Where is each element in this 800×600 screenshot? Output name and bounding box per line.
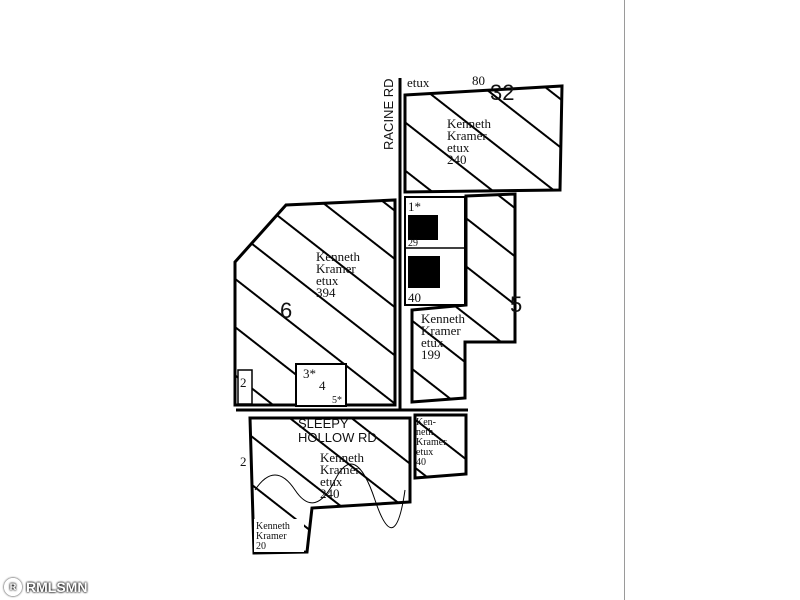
svg-text:2: 2 (240, 375, 247, 390)
parcel-6-label: Kenneth Kramer etux 394 6 (280, 249, 361, 323)
parcel-5-199 (410, 192, 517, 404)
rmls-logo-icon: R (4, 578, 22, 596)
small-lot-labels: 1* 29 40 3* 4 5* 2 2 (240, 199, 421, 469)
svg-text:Ken-: Ken- (416, 417, 436, 428)
svg-text:etux: etux (320, 474, 343, 489)
svg-text:40: 40 (416, 457, 426, 468)
svg-text:etux: etux (421, 335, 444, 350)
racine-rd-label: RACINE RD (381, 78, 396, 150)
svg-text:etux: etux (316, 273, 339, 288)
svg-text:240: 240 (447, 152, 467, 167)
svg-text:Kramer: Kramer (421, 323, 461, 338)
parcel-6-394 (233, 198, 397, 407)
svg-text:Kenneth: Kenneth (447, 116, 492, 131)
watermark: R RMLSMN (4, 578, 87, 596)
parcel-ne-240 (403, 84, 564, 194)
svg-text:6: 6 (280, 298, 292, 323)
svg-text:Kramer: Kramer (416, 437, 447, 448)
sleepy-label-1: SLEEPY (298, 416, 349, 431)
parcel-5-label: Kenneth Kramer etux 199 5 (421, 292, 522, 362)
svg-text:2: 2 (240, 454, 247, 469)
svg-text:3*: 3* (303, 366, 316, 381)
svg-text:Kramer: Kramer (320, 462, 360, 477)
svg-text:5*: 5* (332, 395, 342, 406)
lot-3-4-5 (295, 363, 347, 407)
svg-text:Kenneth: Kenneth (421, 311, 466, 326)
page-edge (624, 0, 625, 600)
section-32-label: 32 (490, 80, 514, 105)
parcel-ken-40 (413, 413, 468, 480)
creek-line (254, 463, 406, 528)
svg-text:4: 4 (319, 378, 326, 393)
svg-text:Kramer: Kramer (447, 128, 487, 143)
svg-text:Kramer: Kramer (256, 531, 287, 542)
svg-text:Kramer: Kramer (316, 261, 356, 276)
svg-text:20: 20 (256, 541, 266, 552)
svg-text:Kenneth: Kenneth (316, 249, 361, 264)
svg-text:etux: etux (416, 447, 433, 458)
svg-text:199: 199 (421, 347, 441, 362)
redacted-lot (408, 256, 440, 288)
parcel-20-label: Kenneth Kramer 20 (256, 521, 290, 552)
parcel-ne-label: Kenneth Kramer etux 240 (447, 116, 492, 167)
redacted-lot (408, 215, 438, 240)
acres-label: 80 (472, 73, 485, 88)
svg-text:Kenneth: Kenneth (320, 450, 365, 465)
etux-label: etux (407, 75, 430, 90)
svg-text:Kenneth: Kenneth (256, 521, 290, 532)
svg-text:40: 40 (408, 290, 421, 305)
svg-text:1*: 1* (408, 199, 421, 214)
svg-text:neth: neth (416, 427, 433, 438)
parcel-sleepy-label: Kenneth Kramer etux 240 (320, 450, 365, 501)
svg-text:394: 394 (316, 285, 336, 300)
svg-text:29: 29 (408, 238, 418, 249)
watermark-text: RMLSMN (26, 579, 88, 595)
svg-text:240: 240 (320, 486, 340, 501)
sleepy-label-2: HOLLOW RD (298, 430, 377, 445)
parcel-ken-40-label: Ken- neth Kramer etux 40 (416, 417, 447, 468)
svg-text:5: 5 (510, 292, 522, 317)
svg-text:etux: etux (447, 140, 470, 155)
